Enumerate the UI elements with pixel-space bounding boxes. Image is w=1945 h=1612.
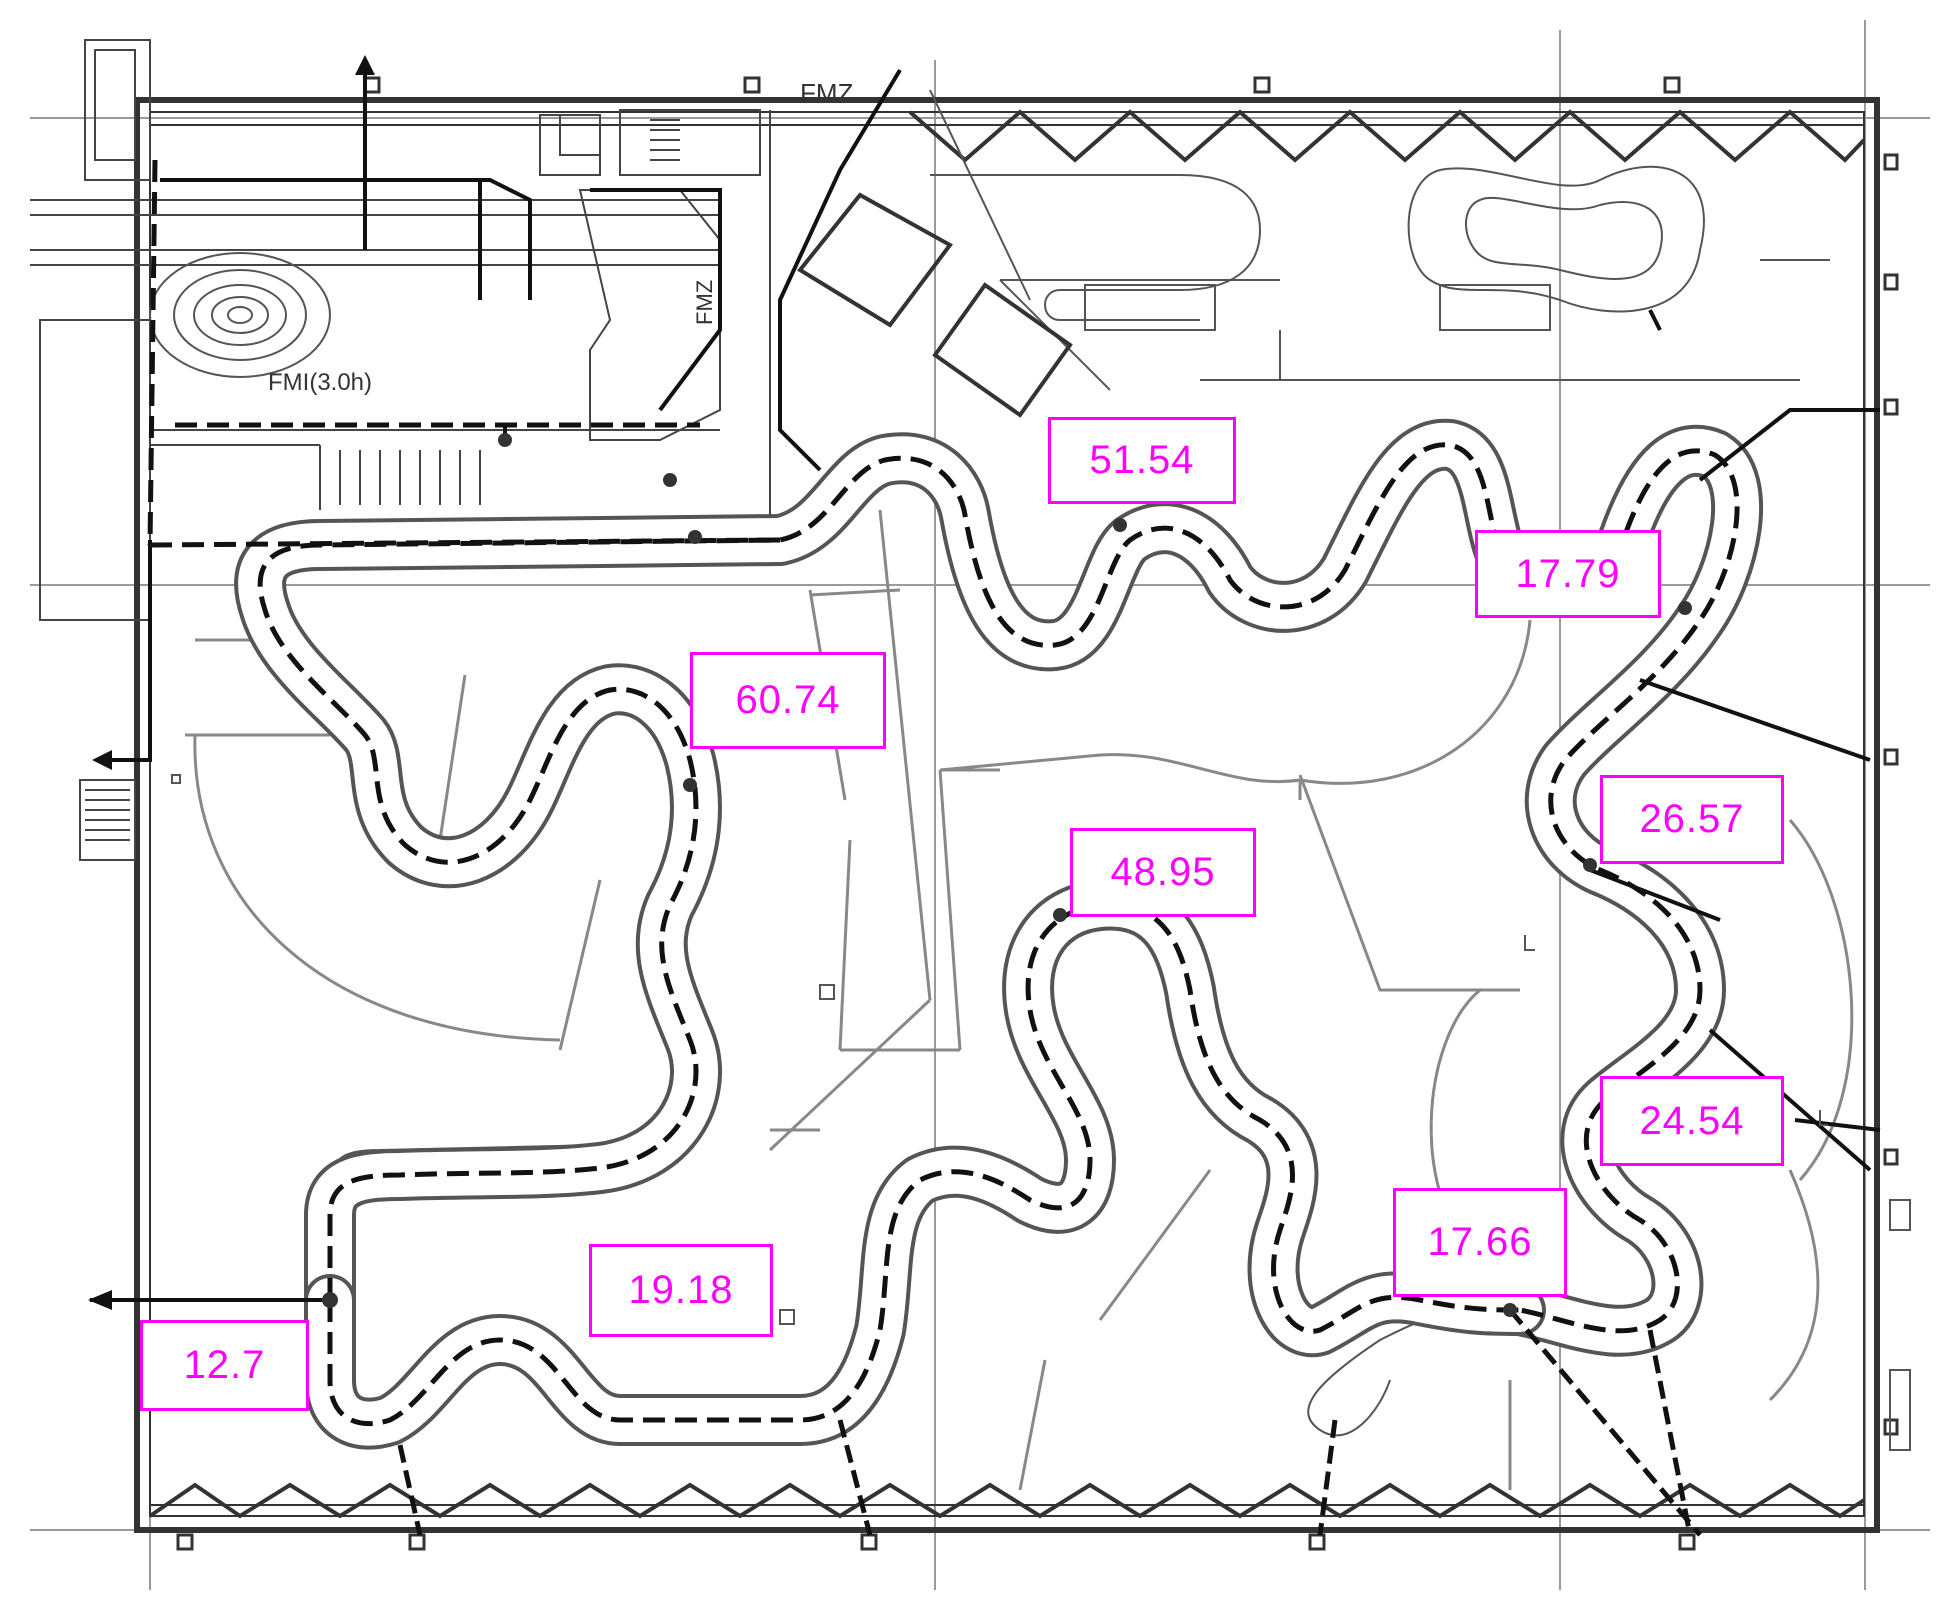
route-label-17-79: 17.79: [1475, 530, 1661, 618]
exit-arrows: [88, 55, 375, 1310]
bottom-truss: [148, 1482, 1866, 1519]
route-label-24-54: 24.54: [1600, 1076, 1784, 1166]
upper-track-features: [929, 89, 1830, 391]
service-routes: [90, 60, 1881, 1302]
route-label-17-66: 17.66: [1393, 1188, 1567, 1297]
fm-rating-label: FMI(3.0h): [268, 369, 372, 396]
route-label-60-74: 60.74: [690, 652, 886, 749]
fm-label-top: FMZ: [800, 78, 854, 108]
measurement-nodes: [322, 433, 1692, 1317]
fm-label-mid: FMZ: [692, 280, 717, 325]
top-truss: [908, 109, 1866, 163]
route-label-12-7: 12.7: [140, 1320, 309, 1411]
route-label-26-57: 26.57: [1600, 775, 1784, 864]
service-core: [30, 39, 771, 861]
small-symbols: [171, 774, 1911, 1451]
columns: [176, 76, 1899, 1551]
route-label-48-95: 48.95: [1070, 828, 1256, 917]
route-label-19-18: 19.18: [589, 1244, 773, 1337]
angled-boxes: [797, 192, 1073, 418]
spiral-symbol: [149, 252, 331, 378]
interior-partitions: [185, 509, 1854, 1491]
exit-spurs: [397, 1308, 1702, 1537]
route-label-51-54: 51.54: [1048, 417, 1236, 504]
